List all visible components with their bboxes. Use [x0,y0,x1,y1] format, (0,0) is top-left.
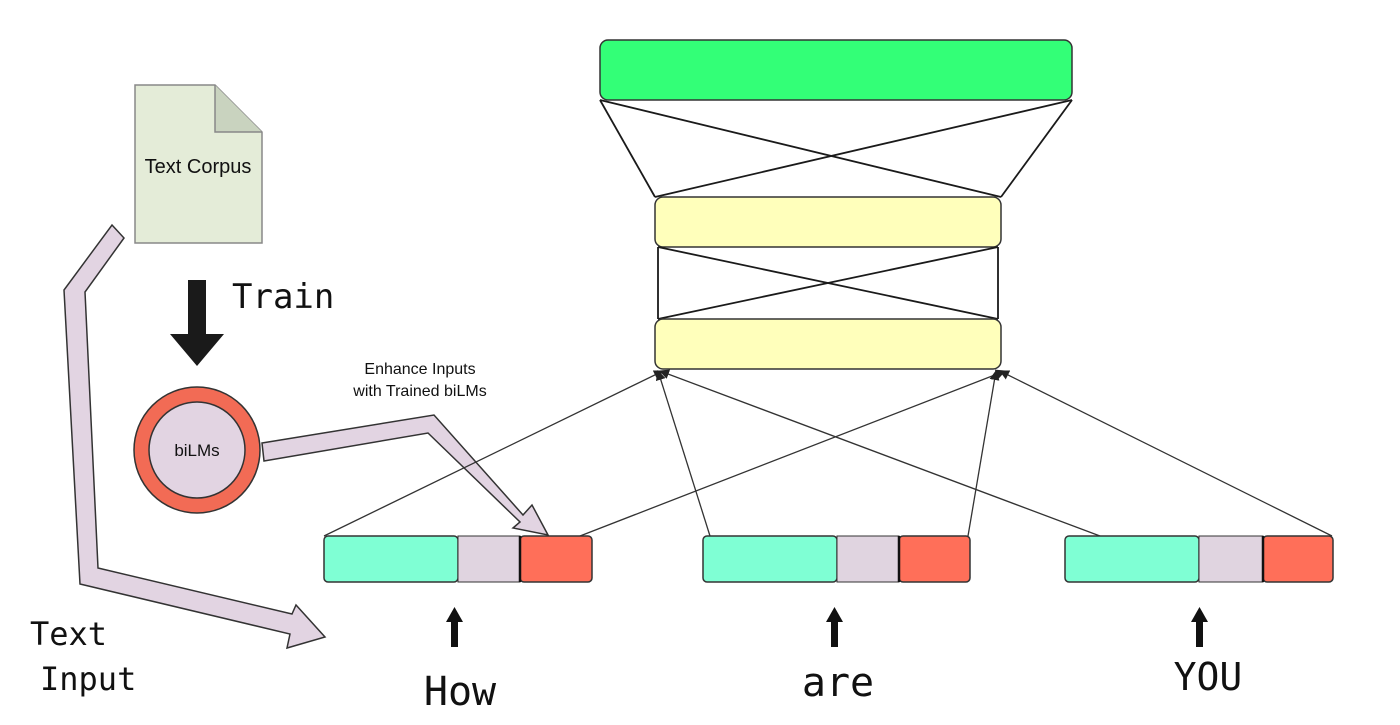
embedding-are [702,535,971,583]
text-corpus-label: Text Corpus [145,156,252,178]
output-edge-right [1000,99,1073,198]
text-input-label-line1: Text [30,615,107,653]
embedding-how-context-vector [457,535,521,583]
train-arrow [170,280,224,366]
output-edge-cross-b [654,99,1073,198]
hidden-connections [657,246,999,320]
output-edge-left [599,99,656,198]
embedding-how-bilm-vector [519,535,593,583]
enhance-flow-arrow [261,414,550,537]
train-arrow-shaft [188,280,206,335]
word-how: How [424,669,497,715]
arrow-are-left [655,370,711,537]
output-edge-cross-a [599,99,1002,198]
hidden-edge-cross-b [657,246,999,320]
word-you: YOU [1174,655,1243,699]
embedding-to-hidden-arrows [323,369,1333,537]
bilms-inner-core [148,401,246,499]
output-connections [599,99,1073,198]
hidden-layer-2 [654,196,1002,248]
train-arrow-head [170,334,224,366]
embedding-you [1064,535,1334,583]
train-label: Train [232,277,334,317]
embedding-how-word-vector [323,535,459,583]
text-corpus-document: Text Corpus [134,84,263,244]
text-input-flow-arrow [63,223,327,650]
embedding-you-word-vector [1064,535,1200,583]
text-input-label-line2: Input [40,660,136,698]
bilms-node: biLMs [133,386,261,514]
arrow-how-left [323,370,664,537]
arrow-are-right [967,370,1000,537]
enhance-label-line1: Enhance Inputs [364,361,475,378]
output-layer [599,39,1073,101]
enhance-label-line2: with Trained biLMs [352,383,486,400]
embedding-are-bilm-vector [898,535,971,583]
arrow-you-left [659,369,1101,537]
up-arrow-you [1191,607,1208,647]
hidden-layer-1 [654,318,1002,370]
word-up-arrows [446,607,1208,647]
embedding-you-context-vector [1198,535,1264,583]
up-arrow-are [826,607,843,647]
embedding-you-bilm-vector [1262,535,1334,583]
arrow-how-right [579,369,1006,537]
embedding-how [323,535,593,583]
embedding-are-word-vector [702,535,838,583]
bilms-label: biLMs [174,441,219,460]
word-are: are [802,660,874,706]
up-arrow-how [446,607,463,647]
document-fold [214,85,262,133]
arrow-you-right [999,370,1333,537]
embedding-are-context-vector [836,535,900,583]
